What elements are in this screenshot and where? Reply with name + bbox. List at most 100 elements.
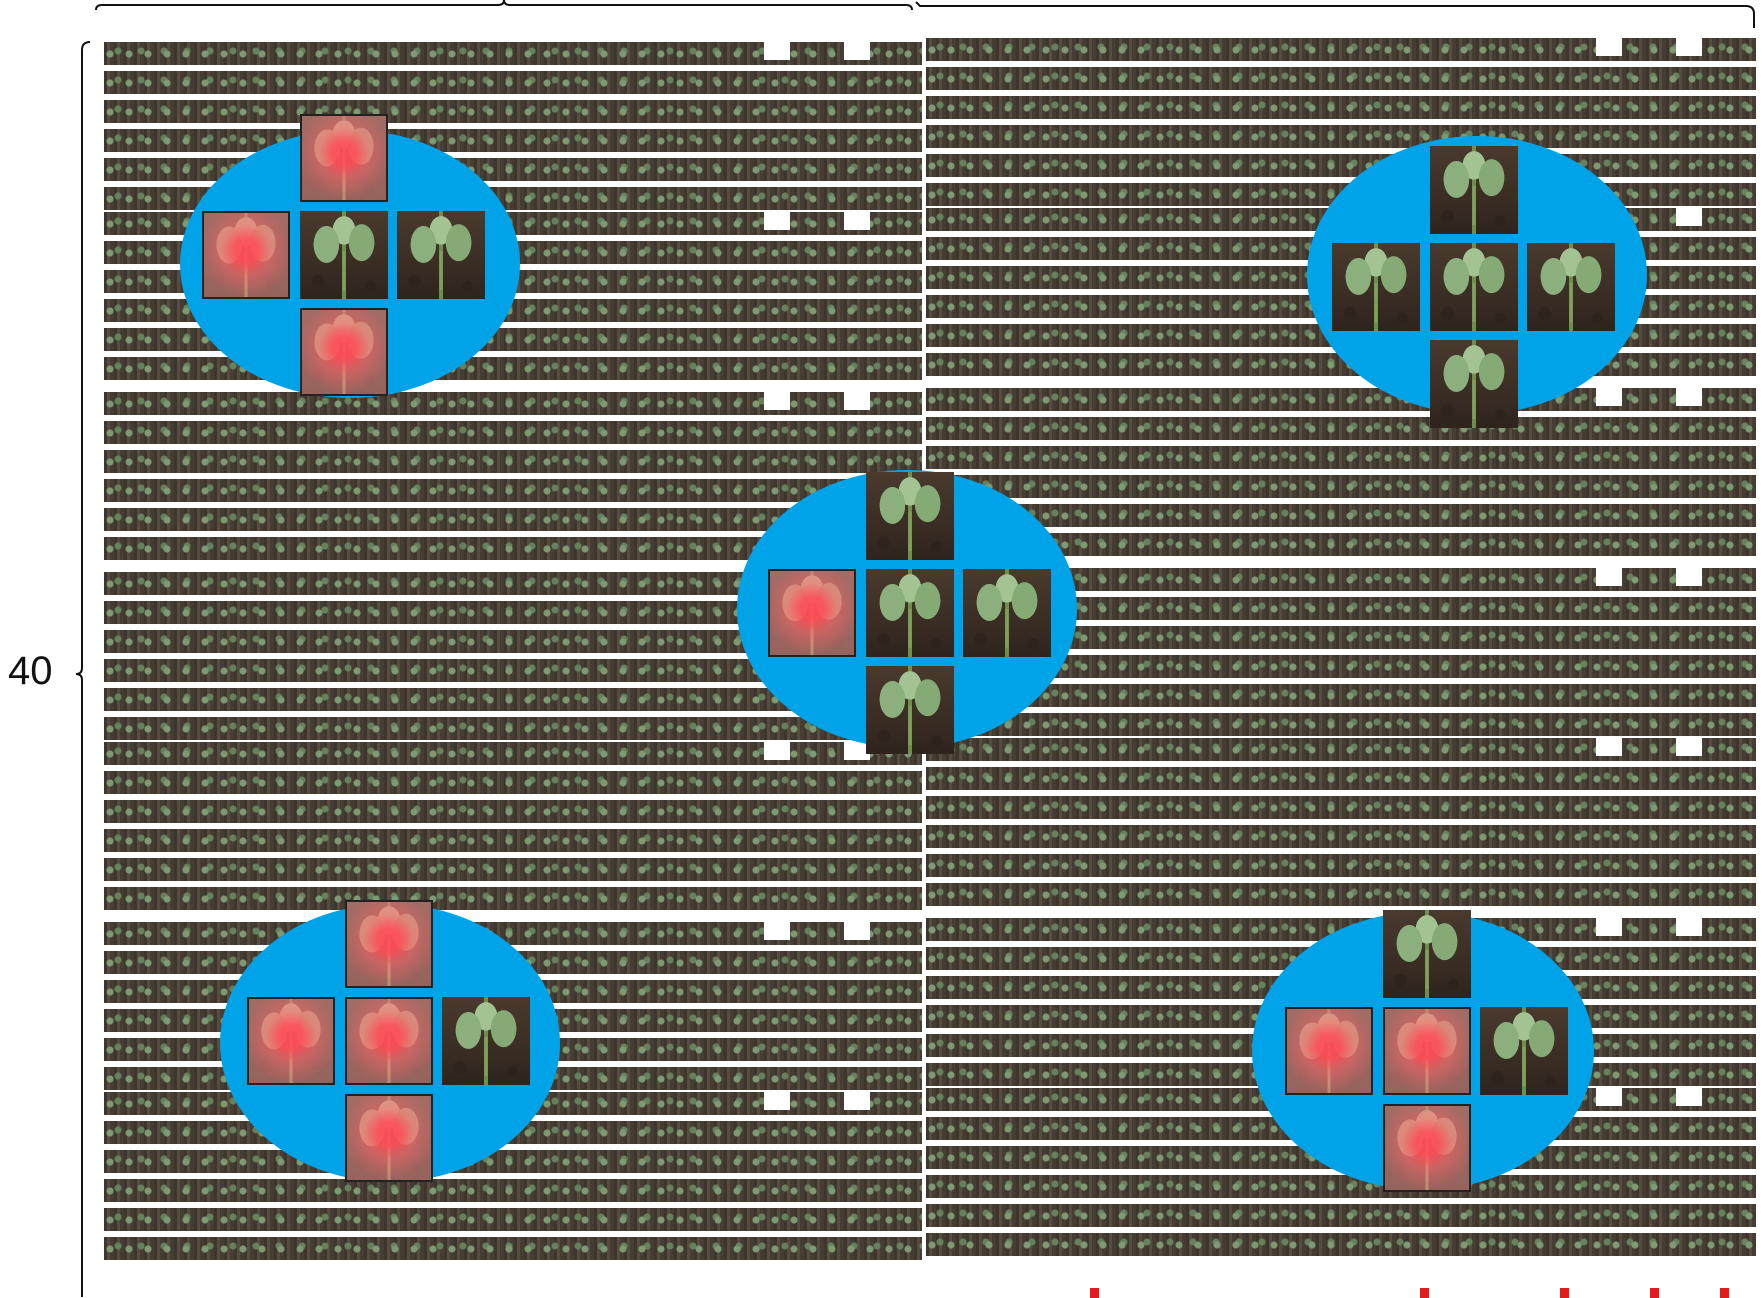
- crop-row: [104, 1150, 922, 1173]
- row-notch: [764, 392, 790, 410]
- plant-stem: [388, 940, 391, 978]
- tile-bottom-hot: [300, 308, 388, 396]
- row-notch: [844, 1092, 870, 1110]
- crop-row: [926, 713, 1756, 736]
- plant-stem: [485, 1037, 488, 1077]
- crop-row: [926, 67, 1756, 90]
- plant-stem: [343, 348, 346, 386]
- row-notch: [764, 1092, 790, 1110]
- crop-row: [104, 800, 922, 823]
- plant-stem: [909, 706, 912, 746]
- plant-stem: [343, 251, 346, 291]
- crop-row: [104, 421, 922, 444]
- crop-row: [926, 388, 1756, 411]
- crop-row: [926, 854, 1756, 877]
- tile-left-hot: [202, 211, 290, 299]
- crop-row: [926, 738, 1756, 761]
- tile-right-plant: [442, 997, 530, 1085]
- tile-center-hot: [345, 997, 433, 1085]
- crop-row: [104, 922, 922, 945]
- crop-row: [104, 1208, 922, 1231]
- tile-left-hot: [247, 997, 335, 1085]
- crop-row: [104, 858, 922, 881]
- row-notch: [1596, 388, 1622, 406]
- tile-left-hot: [768, 569, 856, 657]
- crop-row: [104, 887, 922, 910]
- plant-stem: [388, 1134, 391, 1172]
- row-notch: [1676, 918, 1702, 936]
- row-notch: [1596, 38, 1622, 56]
- row-notch: [764, 922, 790, 940]
- crop-row: [104, 450, 922, 473]
- crop-row: [104, 392, 922, 415]
- row-notch: [1596, 738, 1622, 756]
- crop-row: [926, 1204, 1756, 1227]
- row-notch: [1676, 388, 1702, 406]
- row-notch: [1676, 738, 1702, 756]
- tile-bottom-hot: [345, 1094, 433, 1182]
- crop-row: [926, 767, 1756, 790]
- row-notch: [1676, 38, 1702, 56]
- crop-row: [104, 479, 922, 502]
- plant-stem: [811, 609, 814, 647]
- row-notch: [1596, 568, 1622, 586]
- row-notch: [764, 42, 790, 60]
- tile-center-hot: [1383, 1007, 1471, 1095]
- tile-right-plant: [1480, 1007, 1568, 1095]
- row-notch: [844, 922, 870, 940]
- row-notch: [1676, 568, 1702, 586]
- crop-row: [926, 883, 1756, 906]
- plant-stem: [388, 1037, 391, 1075]
- tile-center-plant: [300, 211, 388, 299]
- plant-stem: [909, 609, 912, 649]
- crop-row: [926, 38, 1756, 61]
- plant-stem: [1006, 609, 1009, 649]
- reference-numeral-40: 40: [8, 651, 53, 691]
- crop-row: [926, 475, 1756, 498]
- top-brace-right: [914, 0, 1762, 30]
- row-notch: [844, 212, 870, 230]
- crop-row: [926, 417, 1756, 440]
- crop-row: [926, 825, 1756, 848]
- plant-stem: [343, 154, 346, 192]
- crop-row: [104, 717, 922, 740]
- plant-stem: [1570, 283, 1573, 323]
- plant-stem: [245, 251, 248, 289]
- tile-right-plant: [397, 211, 485, 299]
- plant-stem: [1426, 950, 1429, 990]
- tile-left-hot: [1285, 1007, 1373, 1095]
- tile-top-plant: [866, 472, 954, 560]
- crop-row: [104, 100, 922, 123]
- plant-stem: [440, 251, 443, 291]
- plant-stem: [909, 512, 912, 552]
- crop-row: [104, 1179, 922, 1202]
- crop-row: [926, 1233, 1756, 1256]
- crop-row: [104, 771, 922, 794]
- crop-row: [926, 446, 1756, 469]
- left-brace: [66, 38, 96, 1297]
- tile-bottom-plant: [866, 666, 954, 754]
- plant-stem: [1473, 186, 1476, 226]
- tile-top-plant: [1430, 146, 1518, 234]
- tile-bottom-plant: [1430, 340, 1518, 428]
- crop-row: [104, 829, 922, 852]
- crop-row: [104, 129, 922, 152]
- tile-top-plant: [1383, 910, 1471, 998]
- row-notch: [764, 742, 790, 760]
- crop-row: [104, 742, 922, 765]
- top-brace-left: [94, 0, 914, 12]
- row-notch: [764, 212, 790, 230]
- tile-top-hot: [300, 114, 388, 202]
- plant-stem: [1375, 283, 1378, 323]
- crop-row: [104, 1237, 922, 1260]
- crop-row: [926, 154, 1756, 177]
- tile-left-plant: [1332, 243, 1420, 331]
- tile-bottom-hot: [1383, 1104, 1471, 1192]
- row-notch: [1676, 208, 1702, 226]
- crop-row: [926, 684, 1756, 707]
- crop-row: [104, 357, 922, 380]
- plant-stem: [1328, 1047, 1331, 1085]
- tile-center-plant: [1430, 243, 1518, 331]
- plant-stem: [1523, 1047, 1526, 1087]
